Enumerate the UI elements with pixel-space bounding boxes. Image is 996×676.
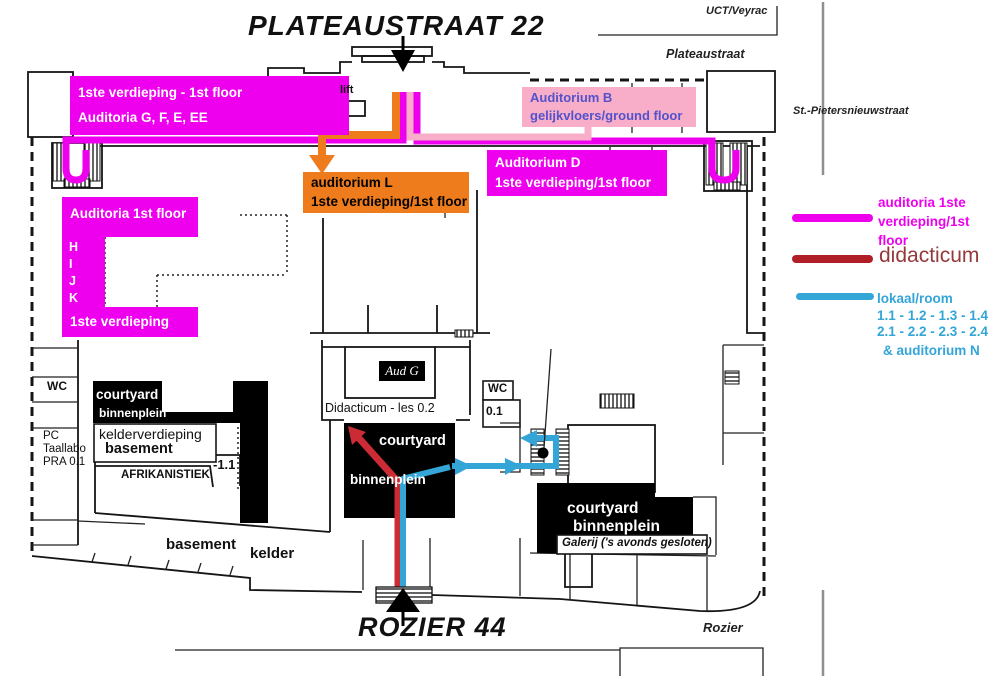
box-auditoria-gfeee: 1ste verdieping - 1st floor Auditoria G,… bbox=[70, 76, 349, 135]
title-plateaustraat: PLATEAUSTRAAT 22 bbox=[248, 10, 545, 41]
label-courtyard-right-1: courtyard bbox=[567, 500, 639, 517]
box-l-line2: 1ste verdieping/1st floor bbox=[311, 193, 468, 209]
route-overlays bbox=[62, 92, 740, 592]
legend-lokaal-line4: & auditorium N bbox=[883, 342, 980, 358]
red-arrowhead-icon bbox=[348, 426, 366, 445]
box-gfeee-line1: 1ste verdieping - 1st floor bbox=[78, 84, 243, 100]
label-afrikanistiek: AFRIKANISTIEK bbox=[121, 469, 210, 481]
label-basement: basement bbox=[166, 536, 237, 553]
orange-arrowhead-icon bbox=[309, 155, 335, 174]
blue-arrowhead-icon bbox=[455, 458, 472, 475]
label-pc2: Taallabo bbox=[43, 443, 86, 456]
box-d-line2: 1ste verdieping/1st floor bbox=[495, 175, 652, 191]
route-auditoria-right bbox=[413, 92, 740, 184]
label-pc3: PRA 0.1 bbox=[43, 456, 86, 469]
label-courtyard-left-2: binnenplein bbox=[99, 406, 167, 420]
hijk-letter-h: H bbox=[69, 240, 79, 254]
blue-arrowhead-icon bbox=[520, 430, 537, 447]
hijk-title: Auditoria 1st floor bbox=[62, 197, 198, 237]
street-plateaustraat: Plateaustraat bbox=[666, 47, 745, 61]
box-auditorium-d: Auditorium D 1ste verdieping/1st floor bbox=[487, 150, 667, 196]
legend-auditoria-line1: auditoria 1ste bbox=[878, 195, 966, 210]
label-kelderverdieping: kelderverdieping bbox=[99, 426, 202, 442]
box-d-line1: Auditorium D bbox=[495, 154, 581, 170]
label-wc-left: WC bbox=[47, 379, 67, 393]
legend-didacticum-text: didacticum bbox=[879, 244, 980, 267]
box-l-line1: auditorium L bbox=[311, 174, 393, 190]
hijk-letter-j: J bbox=[69, 274, 76, 288]
entrance-arrows bbox=[375, 36, 433, 626]
hijk-letters: H I J K bbox=[62, 237, 105, 307]
street-pietersnieuwstraat: St.-Pietersnieuwstraat bbox=[793, 105, 909, 117]
legend-lokaal-text: lokaal/room 1.1 - 1.2 - 1.3 - 1.4 2.1 - … bbox=[877, 291, 988, 359]
legend-auditoria-line2: verdieping/1st bbox=[878, 214, 970, 229]
legend-auditoria-text: auditoria 1ste verdieping/1st floor bbox=[878, 193, 970, 250]
route-lokaal bbox=[400, 435, 559, 592]
label-lift: lift bbox=[340, 84, 354, 96]
legend-auditoria-line3: floor bbox=[878, 233, 908, 248]
box-auditoria-hijk: Auditoria 1st floor H I J K 1ste verdiep… bbox=[62, 197, 198, 337]
route-auditorium-b bbox=[406, 92, 592, 141]
label-didacticum-room: Didacticum - les 0.2 bbox=[325, 401, 435, 415]
legend-line-auditoria bbox=[792, 214, 873, 222]
hijk-letter-k: K bbox=[69, 291, 79, 305]
legend-line-didacticum bbox=[792, 255, 873, 263]
route-auditoria-left bbox=[62, 92, 407, 184]
label-courtyard-left-1: courtyard bbox=[96, 387, 159, 402]
legend-line-lokaal bbox=[796, 293, 874, 300]
label-courtyard-mid-2: binnenplein bbox=[350, 472, 426, 487]
auditorium-n-dot bbox=[537, 447, 549, 459]
label-pc1: PC bbox=[43, 430, 59, 442]
legend-lokaal-line1: lokaal/room bbox=[877, 291, 953, 306]
plateaustraat-entrance-arrow-icon bbox=[391, 50, 415, 72]
rozier-entrance-arrow-icon bbox=[386, 588, 420, 612]
label-aud-g: Aud G bbox=[379, 361, 425, 381]
box-gfeee-line2: Auditoria G, F, E, EE bbox=[78, 109, 208, 125]
box-b-line2: gelijkvloers/ground floor bbox=[530, 108, 683, 124]
hijk-footer: 1ste verdieping bbox=[62, 307, 198, 337]
street-rozier: Rozier bbox=[703, 620, 743, 635]
legend-lokaal-line3: 2.1 - 2.2 - 2.3 - 2.4 bbox=[877, 324, 989, 339]
hijk-letter-i: I bbox=[69, 257, 73, 271]
label-galerij: Galerij ('s avonds gesloten) bbox=[562, 537, 712, 549]
blue-arrowhead-icon bbox=[505, 458, 522, 475]
label-room-m11: -1.1 bbox=[213, 457, 236, 472]
label-pc-taallabo: PC Taallabo PRA 0.1 bbox=[43, 430, 86, 470]
label-room-01: 0.1 bbox=[486, 404, 503, 418]
route-didacticum bbox=[354, 433, 403, 592]
label-basement-box: basement bbox=[105, 441, 173, 457]
building-outline bbox=[27, 2, 825, 676]
route-auditorium-l bbox=[318, 92, 400, 157]
title-rozier: ROZIER 44 bbox=[358, 612, 507, 642]
street-uct-veyrac: UCT/Veyrac bbox=[706, 5, 768, 17]
label-courtyard-mid-1: courtyard bbox=[379, 433, 446, 449]
box-auditorium-b: Auditorium B gelijkvloers/ground floor bbox=[522, 87, 696, 127]
label-wc-mid: WC bbox=[488, 383, 508, 395]
box-b-line1: Auditorium B bbox=[530, 89, 613, 105]
label-courtyard-right-2: binnenplein bbox=[573, 518, 660, 535]
label-kelder: kelder bbox=[250, 545, 295, 562]
legend-lokaal-line2: 1.1 - 1.2 - 1.3 - 1.4 bbox=[877, 307, 989, 323]
box-auditorium-l: auditorium L 1ste verdieping/1st floor bbox=[303, 172, 469, 213]
